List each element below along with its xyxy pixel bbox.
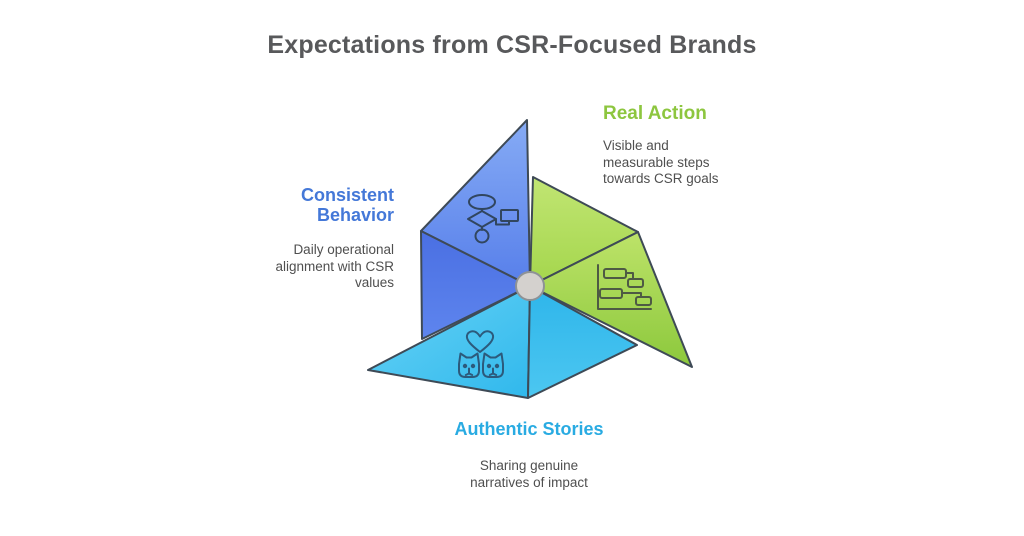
authentic-stories-heading: Authentic Stories <box>454 419 604 439</box>
authentic-stories-description: Sharing genuine narratives of impact <box>470 458 588 490</box>
consistent-behavior-heading: Consistent Behavior <box>300 185 394 225</box>
blade-authentic-right-facet <box>527 285 638 399</box>
hub <box>515 271 545 301</box>
gantt-chart-icon <box>597 264 652 310</box>
flowchart-icon <box>467 194 519 244</box>
pets-heart-icon <box>458 330 504 378</box>
real-action-heading: Real Action <box>603 103 707 124</box>
section-real-action: Real Action Visible and measurable steps… <box>603 104 793 188</box>
section-authentic-stories: Authentic Stories Sharing genuine narrat… <box>399 419 659 491</box>
hub-circle <box>515 271 545 301</box>
section-consistent-behavior: Consistent Behavior Daily operational al… <box>164 185 394 292</box>
blade-real-action-side-facet <box>529 231 693 368</box>
page-title: Expectations from CSR-Focused Brands <box>267 31 757 59</box>
blade-consistent-side-facet <box>420 230 531 340</box>
blade-authentic-stories <box>367 285 638 399</box>
blade-real-action <box>529 176 693 368</box>
blade-consistent-behavior <box>420 119 531 340</box>
consistent-behavior-description: Daily operational alignment with CSR val… <box>275 242 394 290</box>
real-action-description: Visible and measurable steps towards CSR… <box>603 138 719 186</box>
